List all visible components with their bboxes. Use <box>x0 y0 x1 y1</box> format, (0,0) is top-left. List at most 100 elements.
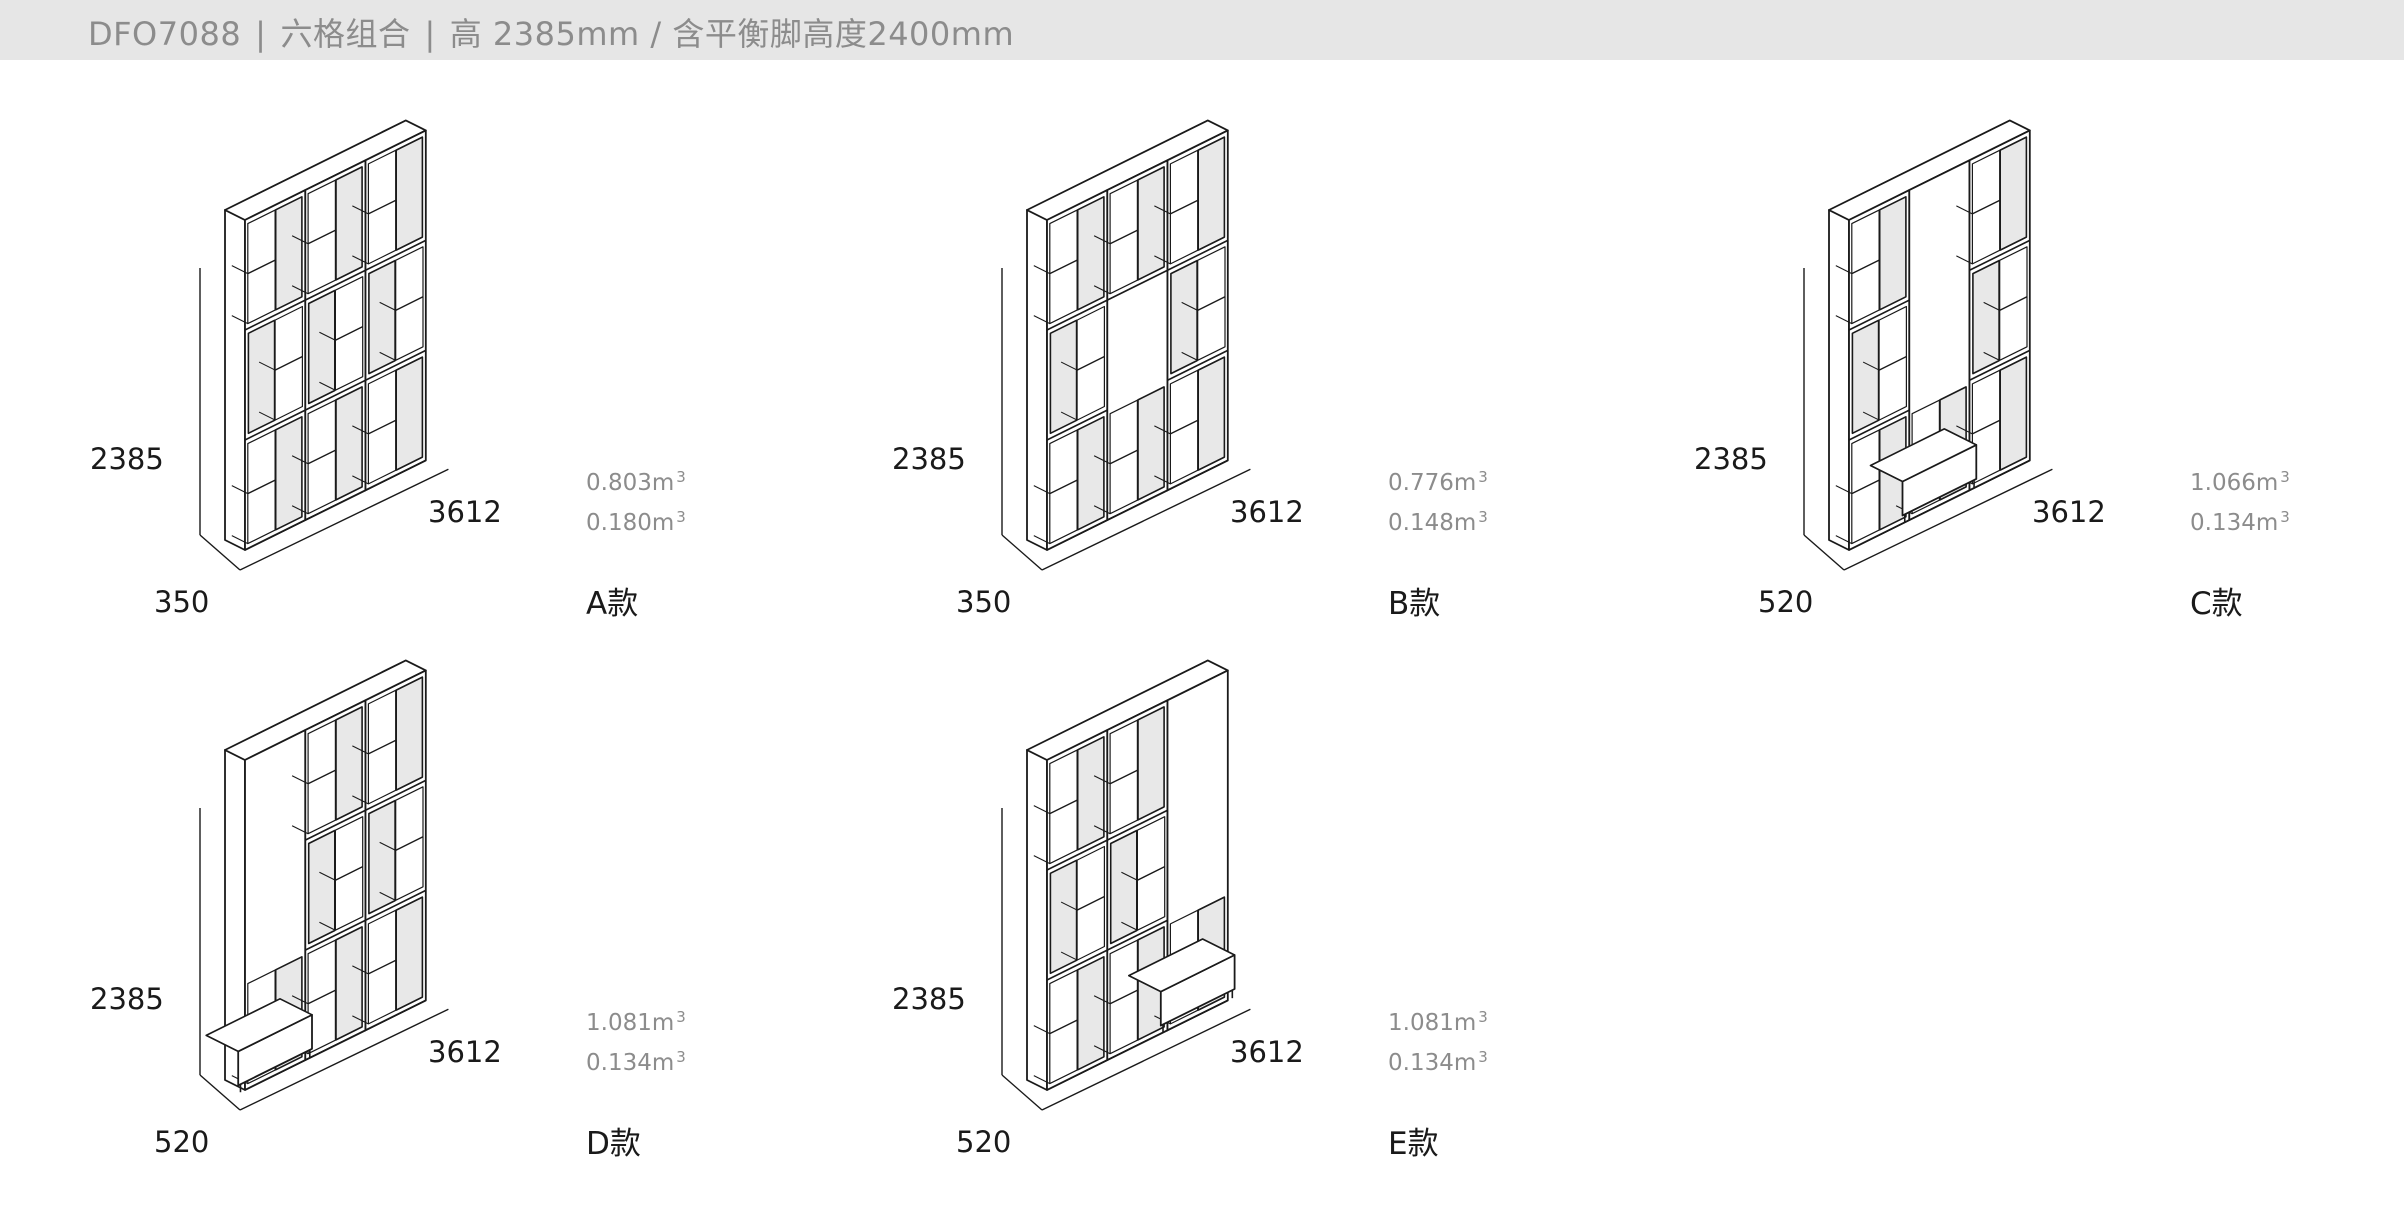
side-panel <box>1828 209 1850 551</box>
depth-guide-line <box>1001 534 1043 571</box>
door-panel <box>395 896 424 1011</box>
shelf-board <box>1109 989 1138 1005</box>
shelf-opening <box>1136 816 1166 931</box>
shelf-depth <box>352 795 369 805</box>
height-dimension: 2385 <box>892 982 966 1016</box>
shelf-depth <box>1154 255 1171 265</box>
shelf-opening <box>1197 246 1226 361</box>
width-guide-line <box>1041 468 1251 571</box>
variant-label: C款 <box>2190 586 2243 622</box>
width-dimension: 3612 <box>1230 1035 1304 1069</box>
door-panel <box>247 319 276 435</box>
shelf-depth <box>1835 265 1853 275</box>
shelf-board <box>368 419 396 435</box>
separator: | <box>255 15 267 53</box>
shelf-depth <box>1060 361 1078 371</box>
door-panel <box>274 195 303 311</box>
shelf-depth <box>1033 315 1051 325</box>
shelf-depth <box>1835 315 1853 325</box>
shelf-depth <box>379 841 396 851</box>
row-divider <box>304 809 366 841</box>
shelf-board <box>395 836 424 851</box>
depth-guide-line <box>199 534 241 571</box>
row-divider <box>1046 839 1108 871</box>
row-divider <box>304 379 366 411</box>
row-divider <box>365 349 427 381</box>
variant-label: B款 <box>1388 586 1441 622</box>
door-panel <box>1049 319 1078 435</box>
shelf-depth <box>1033 265 1051 275</box>
row-divider <box>1106 1029 1168 1061</box>
door-panel <box>1197 356 1226 471</box>
width-dimension: 3612 <box>1230 495 1304 529</box>
shelf-board <box>1851 259 1880 275</box>
cabinet-drawing-e <box>1001 659 1251 1111</box>
separator: | <box>424 15 436 53</box>
depth-guide-line <box>199 1074 241 1111</box>
door-panel <box>1076 735 1105 851</box>
shelf-board <box>1878 355 1907 371</box>
shelf-board <box>274 355 303 371</box>
row-divider <box>365 459 427 491</box>
shelf-depth <box>1093 285 1111 295</box>
shelf-depth <box>352 965 369 975</box>
height-dimension: 2385 <box>1694 442 1768 476</box>
shelf-depth <box>291 995 309 1005</box>
shelf-depth <box>319 921 336 931</box>
shelf-depth <box>1093 825 1111 835</box>
door-panel <box>335 926 363 1041</box>
door-panel <box>1049 859 1078 975</box>
door-panel <box>1972 259 2000 375</box>
shelf-board <box>307 229 336 245</box>
tv-console-top <box>1128 938 1236 993</box>
height-dimension: 2385 <box>90 442 164 476</box>
side-panel <box>1026 749 1048 1091</box>
header-title: DFO7088|六格组合|高 2385mm / 含平衡脚高度2400mm <box>88 9 1014 55</box>
shelf-depth <box>258 411 276 421</box>
shelf-depth <box>1862 361 1880 371</box>
shelf-board <box>1170 199 1198 215</box>
shelf-board <box>1972 199 2000 215</box>
shelf-depth <box>1121 871 1138 881</box>
shelf-depth <box>1181 351 1198 361</box>
row-divider <box>244 519 306 551</box>
row-divider <box>1106 489 1168 521</box>
door-panel <box>1851 319 1880 435</box>
row-divider <box>1848 299 1910 331</box>
shelf-depth <box>231 535 249 545</box>
shelf-depth <box>1033 855 1051 865</box>
row-divider <box>1167 459 1229 491</box>
shelf-depth <box>319 331 336 341</box>
width-guide-line <box>239 468 449 571</box>
door-panel <box>368 259 396 375</box>
shelf-depth <box>319 381 336 391</box>
shelf-depth <box>352 475 369 485</box>
shelf-depth <box>291 455 309 465</box>
shelf-depth <box>1093 235 1111 245</box>
row-divider <box>304 269 366 301</box>
shelf-depth <box>1983 301 2000 311</box>
door-panel <box>307 829 336 945</box>
shelf-depth <box>258 361 276 371</box>
shelf-opening <box>395 786 424 901</box>
cabinet-drawing-d <box>199 659 449 1111</box>
row-divider <box>1167 239 1229 271</box>
door-panel <box>1999 136 2028 251</box>
shelf-board <box>1076 355 1105 371</box>
shelf-board <box>395 296 424 311</box>
door-panel <box>1137 706 1165 821</box>
shelf-depth <box>1956 205 1973 215</box>
row-divider <box>365 779 427 811</box>
shelf-board <box>1049 479 1078 495</box>
shelf-opening <box>274 305 303 421</box>
door-panel <box>335 386 363 501</box>
shelf-board <box>1137 866 1166 881</box>
row-divider <box>1969 459 2031 491</box>
row-divider <box>1908 489 1970 521</box>
